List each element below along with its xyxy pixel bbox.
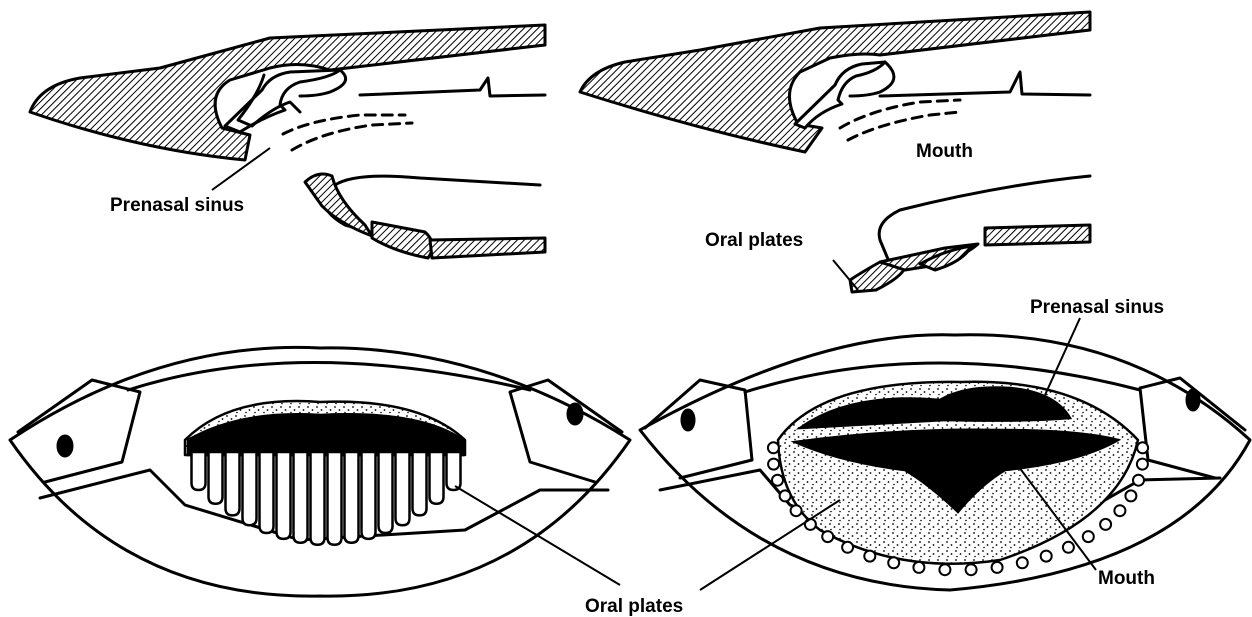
label-mouth-top-right: Mouth <box>916 141 973 162</box>
oral-plate-hook <box>966 564 977 575</box>
prenasal-sinus-dashed-top-right <box>840 100 960 128</box>
oral-plate-hook <box>842 542 853 553</box>
oral-plate-hook <box>1133 475 1144 486</box>
oral-plate <box>243 452 257 525</box>
oral-plates-pointer-top-right <box>833 260 858 290</box>
section-top-right: Mouth Oral plates <box>580 12 1090 292</box>
oral-plate-hook <box>768 459 779 470</box>
label-oral-plates-bottom: Oral plates <box>585 596 683 617</box>
oral-plate <box>413 452 427 515</box>
oral-plate-hook <box>1137 442 1148 453</box>
label-prenasal-sinus-top-left: Prenasal sinus <box>110 195 244 216</box>
oral-plate <box>192 452 206 490</box>
oral-plate <box>430 452 444 504</box>
oral-plate-hook <box>992 562 1003 573</box>
oral-plate-hook <box>1041 551 1052 562</box>
lower-jaw-outline-top-right <box>879 176 1090 264</box>
oral-plate-hook <box>913 562 924 573</box>
label-mouth-bottom-right: Mouth <box>1098 568 1155 589</box>
oral-plate <box>277 452 291 539</box>
section-bottom-left <box>10 347 630 596</box>
oral-plate-hook <box>1137 459 1148 470</box>
oral-plate <box>294 452 308 543</box>
mouth-roof-line-top-left <box>360 78 545 96</box>
oral-plate-hook <box>939 564 950 575</box>
oral-plate <box>328 452 342 545</box>
oral-plate <box>209 452 223 504</box>
oral-plate <box>226 452 240 515</box>
oral-plate-hook <box>791 505 802 516</box>
oral-plate <box>345 452 359 543</box>
eye-right-bottom-left <box>568 404 582 424</box>
oral-plate <box>447 452 461 490</box>
eye-left-bottom-right <box>682 410 694 430</box>
head-shield-top-left <box>30 25 545 160</box>
oral-plate <box>362 452 376 539</box>
eye-left-bottom-left <box>58 436 72 456</box>
eye-right-bottom-right <box>1187 390 1199 410</box>
oral-plate-lower-top-left <box>372 222 432 258</box>
mouth-roof-line-top-right <box>880 72 1090 96</box>
ventral-shield-top-left <box>430 238 545 258</box>
oral-plate <box>379 452 393 533</box>
prenasal-sinus-dashed-lower-top-left <box>292 123 412 150</box>
oral-plate-hook <box>780 490 791 501</box>
oral-plate-hook <box>822 531 833 542</box>
oral-plate-hook <box>888 557 899 568</box>
oral-plate-hook <box>1100 519 1111 530</box>
section-top-left: Prenasal sinus <box>30 25 545 258</box>
label-prenasal-sinus-bottom-right: Prenasal sinus <box>1030 297 1164 318</box>
oral-plate-hook <box>1114 505 1125 516</box>
oral-plate <box>311 452 325 545</box>
oral-plate <box>260 452 274 533</box>
oral-plate <box>396 452 410 525</box>
oral-plate-hook <box>772 475 783 486</box>
ventral-shield-top-right <box>985 225 1090 245</box>
oral-plate-hook <box>1083 531 1094 542</box>
oral-plate-hook <box>1063 542 1074 553</box>
oral-plate-hook <box>1125 490 1136 501</box>
label-oral-plates-top-right: Oral plates <box>705 230 803 251</box>
section-bottom-right: Prenasal sinus Mouth <box>640 297 1250 590</box>
oral-plate-hook <box>1017 557 1028 568</box>
oral-plate-hook <box>864 551 875 562</box>
oral-plate-hook <box>768 442 779 453</box>
